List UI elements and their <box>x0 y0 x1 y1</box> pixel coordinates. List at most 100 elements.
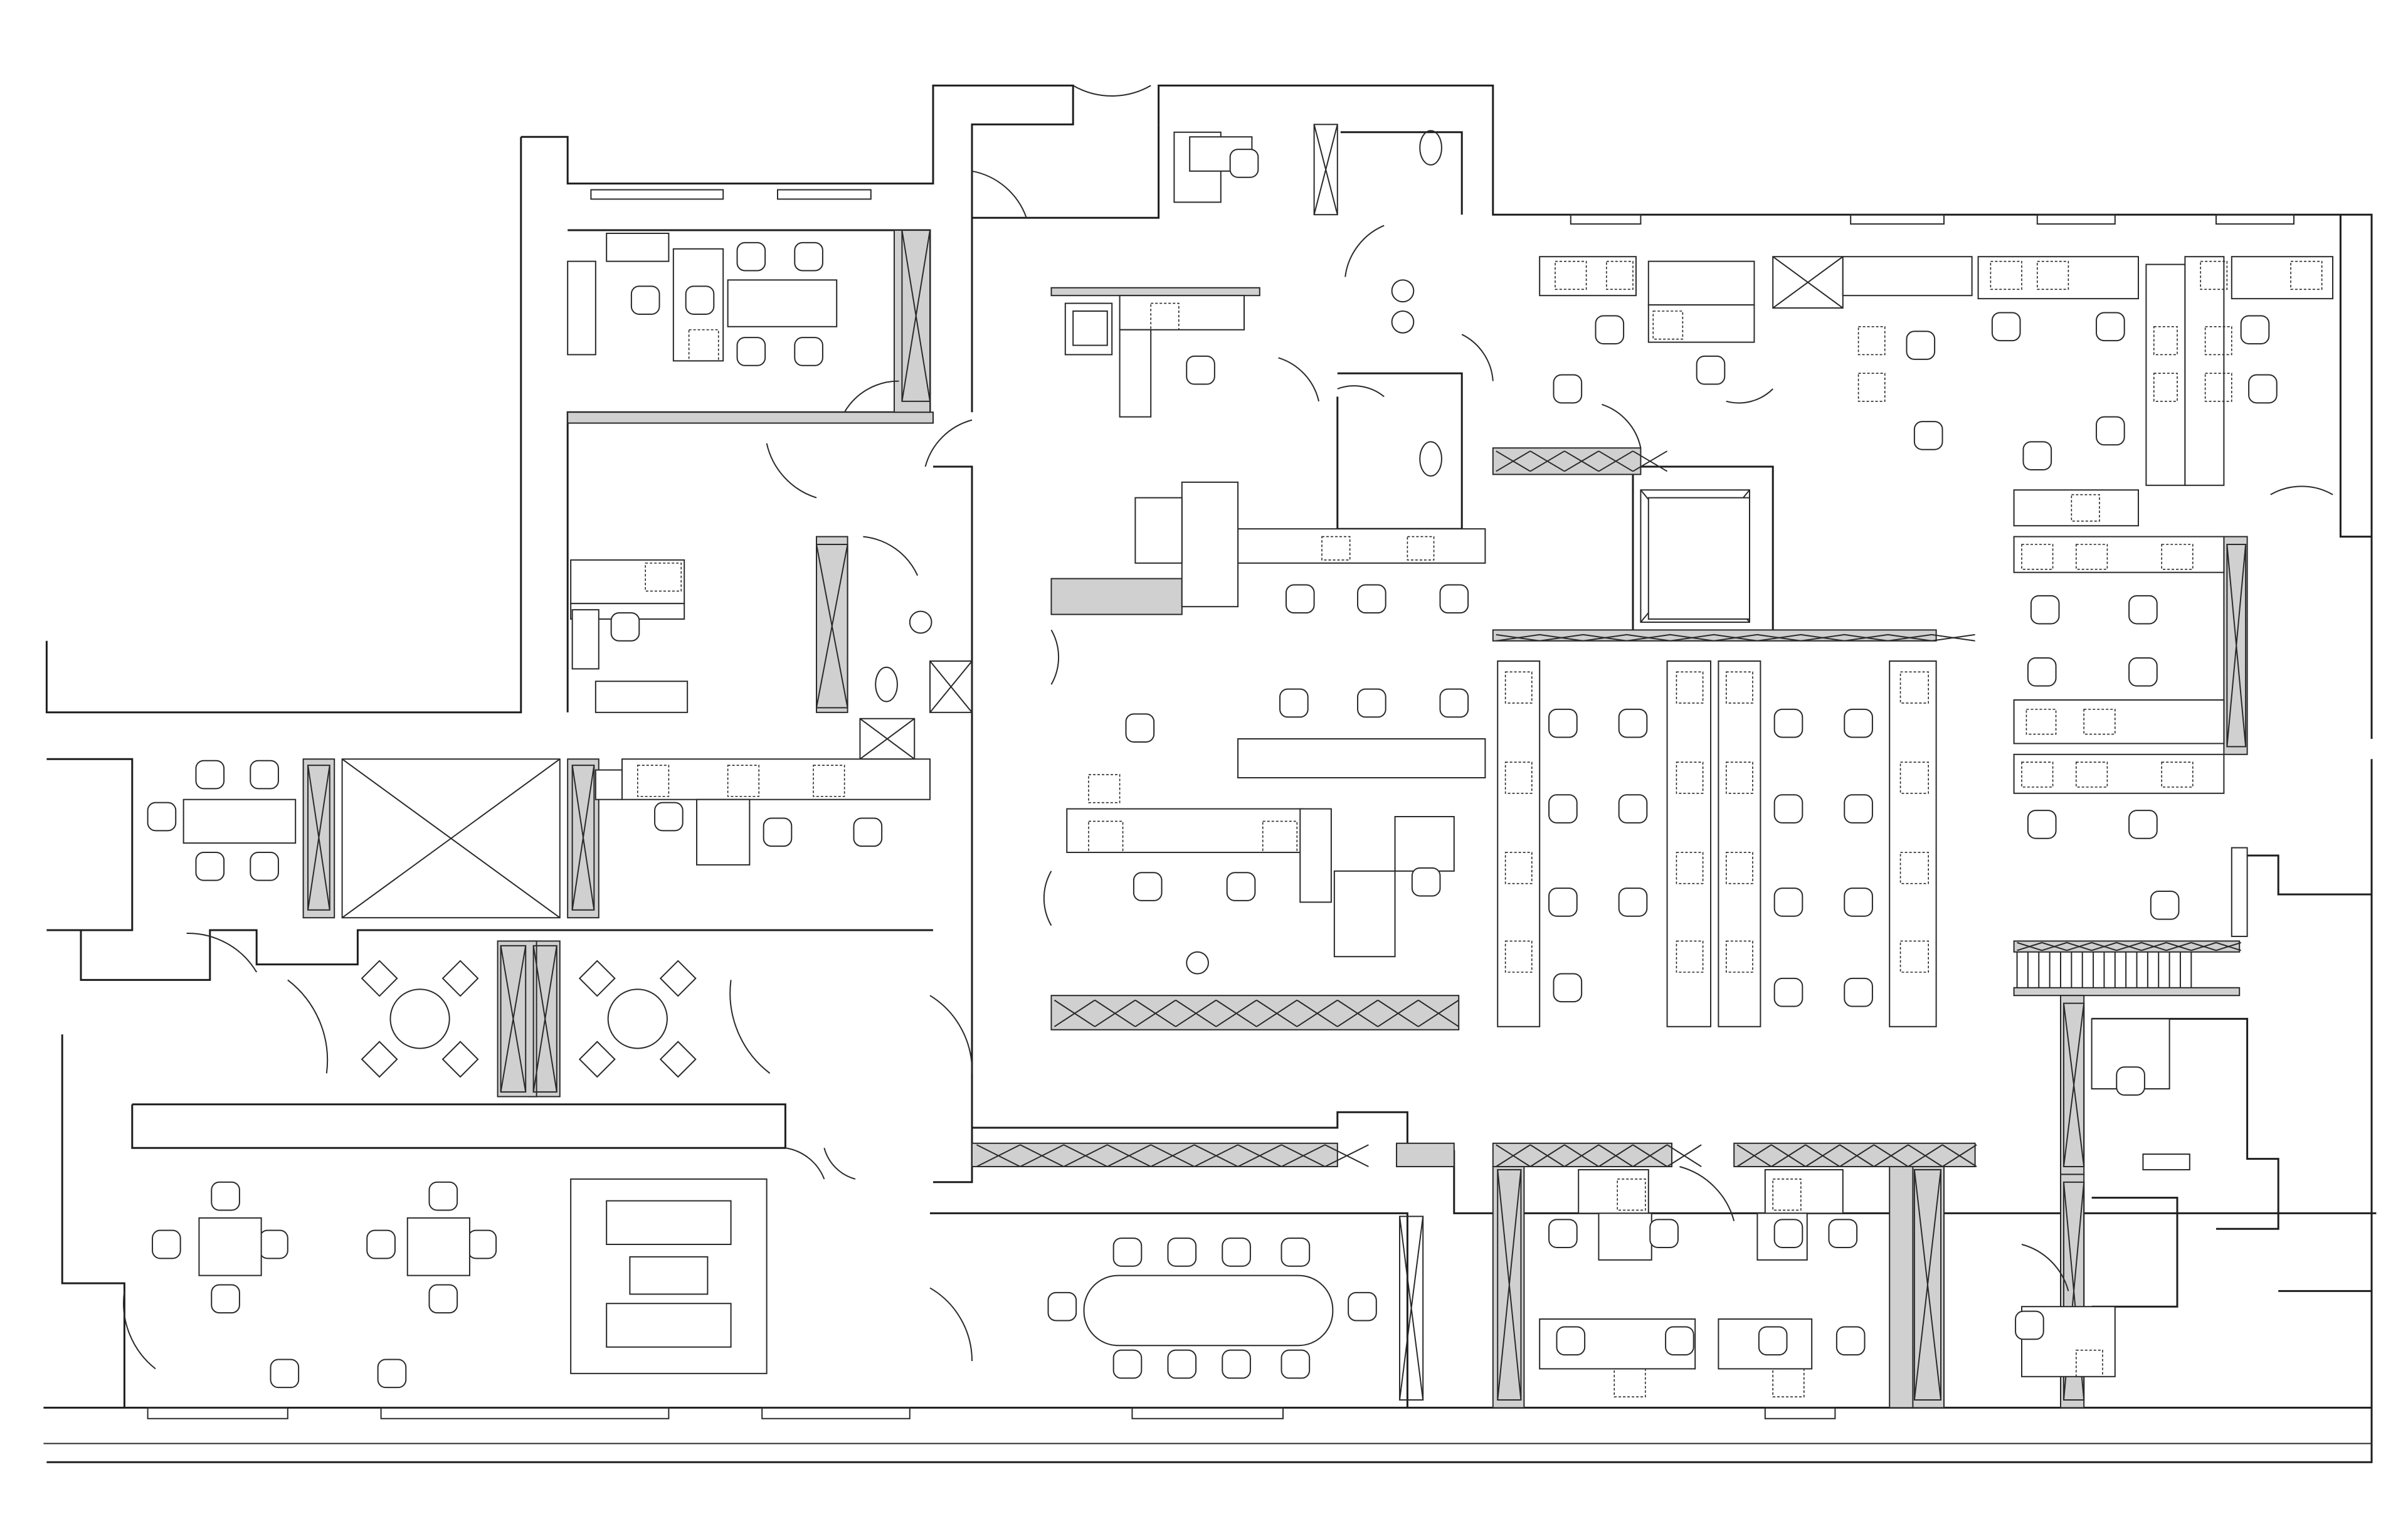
door-swing-11 <box>1461 334 1494 381</box>
wall-segment-1 <box>1158 84 2373 739</box>
equipment-box-14 <box>1990 260 2022 290</box>
desk-27 <box>1977 256 2140 300</box>
chair-72 <box>152 1229 181 1259</box>
door-swing-20 <box>929 995 973 1074</box>
chair-12 <box>250 760 279 790</box>
chair-66 <box>2015 1310 2044 1340</box>
cabinet-box-9 <box>532 945 557 1093</box>
chair-33 <box>2240 315 2270 345</box>
chair-78 <box>1167 1237 1197 1267</box>
chair-24 <box>1439 688 1469 718</box>
equipment-box-16 <box>2200 260 2228 290</box>
wall-segment-11 <box>972 1111 2377 1214</box>
partition-21 <box>2060 995 2085 1175</box>
equipment-box-27 <box>1504 671 1533 704</box>
equipment-box-30 <box>1504 940 1533 973</box>
equipment-box-24 <box>2021 761 2054 788</box>
door-swing-22 <box>929 1287 973 1362</box>
wall-segment-7 <box>80 929 933 981</box>
equipment-box-18 <box>2071 494 2100 522</box>
equipment-box-28 <box>1504 761 1533 794</box>
chair-69 <box>428 1181 458 1211</box>
desk-22 <box>1134 497 1183 564</box>
cabinet-cross-3 <box>1313 124 1338 215</box>
desk-2 <box>567 260 596 356</box>
chair-54 <box>1773 888 1803 917</box>
desk-1 <box>727 279 838 327</box>
wall-segment-21 <box>1340 131 1463 215</box>
desk-4 <box>570 559 685 605</box>
equipment-box-19 <box>2021 544 2054 570</box>
equipment-box-2 <box>636 765 670 797</box>
wall-segment-20 <box>1336 372 1463 530</box>
lounge-chair-1-0 <box>578 960 616 997</box>
door-swing-2 <box>924 419 973 467</box>
window-1 <box>777 189 872 200</box>
cabinet-box-10 <box>2062 1002 2085 1167</box>
wall-segment-9 <box>131 1103 786 1149</box>
door-swing-6 <box>1050 629 1060 685</box>
cabinet-cross-0 <box>342 758 561 919</box>
partition-10 <box>1492 1142 1673 1168</box>
desk-20 <box>1333 870 1396 958</box>
wall-segment-18 <box>2339 215 2372 538</box>
chair-84 <box>1281 1349 1311 1379</box>
chair-87 <box>1348 1291 1377 1322</box>
round-table-0 <box>389 988 450 1049</box>
door-swing-3 <box>843 380 899 413</box>
wall-segment-10 <box>933 465 973 1184</box>
door-swing-17 <box>186 932 258 973</box>
wall-segment-3 <box>45 137 522 714</box>
desk-49 <box>1647 497 1751 620</box>
door-swing-21 <box>123 1291 156 1370</box>
desk-29 <box>2013 536 2225 573</box>
wall-segment-13 <box>2247 854 2372 896</box>
window-10 <box>1570 214 1642 225</box>
partition-13 <box>894 230 931 413</box>
partition-7 <box>2013 987 2241 997</box>
desk-16 <box>1237 738 1486 778</box>
equipment-box-44 <box>1772 1179 1802 1211</box>
window-6 <box>1764 1407 1836 1419</box>
desk-7 <box>571 609 599 670</box>
equipment-box-31 <box>1676 671 1704 704</box>
equipment-box-4 <box>813 765 845 797</box>
toilet-0 <box>1419 130 1442 166</box>
chair-25 <box>1595 315 1625 345</box>
desk-8 <box>182 798 297 844</box>
cabinet-cross-16 <box>859 718 915 760</box>
fixture-circle-1 <box>1391 279 1415 303</box>
equipment-box-13 <box>1652 310 1684 340</box>
desk-31 <box>2013 753 2225 794</box>
chair-65 <box>1835 1326 1866 1356</box>
chair-6 <box>610 612 640 642</box>
chair-68 <box>211 1181 240 1211</box>
door-swing-23 <box>1679 1166 1735 1222</box>
cabinet-box-11 <box>2062 1181 2085 1401</box>
chair-80 <box>1281 1237 1311 1267</box>
coffee-table <box>629 1256 709 1295</box>
cabinet-box-12 <box>2226 544 2247 748</box>
desk-6 <box>594 681 689 713</box>
equipment-box-32 <box>1676 761 1704 794</box>
desk-19 <box>1394 816 1455 872</box>
chair-59 <box>1649 1219 1679 1248</box>
equipment-box-49 <box>2153 373 2178 402</box>
desk-52 <box>594 769 623 800</box>
desk-47 <box>2142 1153 2190 1170</box>
lounge-rug <box>570 1178 768 1374</box>
equipment-box-35 <box>1726 671 1753 704</box>
chair-11 <box>195 760 225 790</box>
chair-31 <box>2022 441 2052 470</box>
window-2 <box>147 1407 288 1419</box>
equipment-box-23 <box>2083 709 2116 735</box>
window-5 <box>1131 1407 1284 1419</box>
equipment-box-25 <box>2076 761 2108 788</box>
desk-12 <box>1119 295 1245 331</box>
chair-27 <box>1553 374 1583 404</box>
chair-39 <box>2128 657 2158 687</box>
chair-1 <box>685 285 715 315</box>
hatch-openoffice-south <box>1054 999 1459 1027</box>
cabinet-box-8 <box>500 945 527 1093</box>
chair-42 <box>2150 891 2180 920</box>
